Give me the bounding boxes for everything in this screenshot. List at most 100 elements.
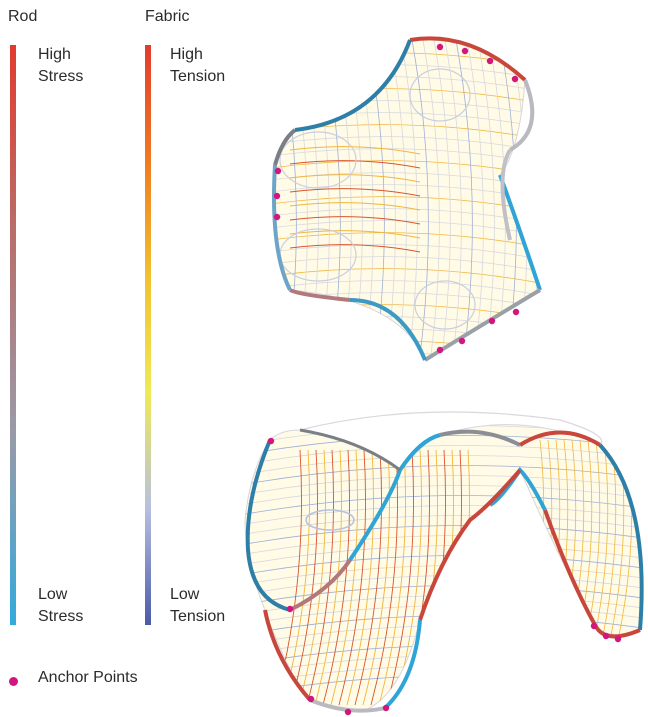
tension-line bbox=[306, 449, 334, 706]
rod-segment bbox=[299, 428, 401, 472]
rod-segment bbox=[245, 439, 291, 612]
anchor-point-icon bbox=[458, 337, 466, 345]
anchor-point-icon bbox=[602, 632, 610, 640]
rod-segment bbox=[263, 609, 312, 702]
mesh-line bbox=[245, 445, 642, 466]
bottom-anchor-points bbox=[267, 437, 622, 716]
anchor-point-icon bbox=[286, 605, 294, 613]
anchor-point-icon bbox=[307, 695, 315, 703]
fabric-low-label: Low Tension bbox=[170, 584, 225, 628]
top-fabric-funnel-left bbox=[279, 131, 357, 189]
fabric-high-label: High Tension bbox=[170, 44, 225, 88]
rod-low-word: Low bbox=[38, 586, 68, 603]
rod-segment bbox=[518, 430, 602, 447]
mesh-line bbox=[274, 352, 540, 360]
anchor-point-icon bbox=[273, 213, 281, 221]
mesh-line bbox=[411, 39, 429, 360]
mesh-line bbox=[400, 39, 418, 360]
bottom-fabric-funnel bbox=[305, 509, 355, 531]
mesh-line bbox=[532, 39, 540, 360]
rod-segment bbox=[348, 433, 441, 562]
mesh-line bbox=[274, 244, 540, 261]
anchor-point-icon bbox=[488, 317, 496, 325]
fabric-legend-title: Fabric bbox=[145, 8, 190, 25]
rod-high-stress-word: Stress bbox=[38, 68, 84, 85]
tension-line bbox=[289, 202, 421, 211]
tension-line bbox=[593, 439, 609, 641]
fabric-tension-colorbar bbox=[145, 45, 151, 625]
rod-high-word: High bbox=[38, 46, 71, 63]
tension-line bbox=[289, 188, 421, 197]
anchor-point-icon bbox=[274, 167, 282, 175]
bottom-fabric-back-edge bbox=[299, 411, 603, 446]
tension-line bbox=[338, 449, 366, 706]
mesh-line bbox=[422, 39, 440, 360]
tension-line bbox=[362, 449, 390, 706]
rod-segment bbox=[409, 36, 527, 82]
tension-line bbox=[346, 449, 374, 706]
anchor-point-icon bbox=[511, 75, 519, 83]
anchor-point-icon bbox=[436, 43, 444, 51]
top-fabric-funnel-lower bbox=[414, 280, 476, 330]
bottom-structure bbox=[244, 411, 644, 716]
mesh-line bbox=[245, 545, 642, 566]
mesh-line bbox=[274, 340, 540, 357]
fabric-low-word: Low bbox=[170, 586, 200, 603]
tension-line bbox=[289, 244, 421, 253]
mesh-line bbox=[274, 268, 540, 285]
anchor-point-icon bbox=[267, 437, 275, 445]
top-rods bbox=[272, 36, 542, 362]
bottom-rods bbox=[245, 428, 644, 713]
tension-line bbox=[289, 160, 421, 169]
tension-line bbox=[370, 449, 398, 706]
anchor-point-icon bbox=[614, 635, 622, 643]
mesh-line bbox=[245, 495, 642, 516]
fabric-high-word: High bbox=[170, 46, 203, 63]
tension-line bbox=[314, 449, 342, 706]
rod-segment bbox=[418, 468, 522, 621]
rod-segment bbox=[289, 558, 352, 612]
rod-low-stress-word: Stress bbox=[38, 608, 84, 625]
top-fabric-funnel-upper bbox=[409, 68, 471, 122]
mesh-line bbox=[433, 39, 451, 360]
tension-line bbox=[386, 449, 414, 706]
anchor-point-icon bbox=[344, 708, 352, 716]
mesh-line bbox=[274, 220, 540, 237]
tension-line bbox=[354, 449, 382, 706]
mesh-line bbox=[245, 505, 642, 526]
anchor-point-icon bbox=[9, 677, 18, 686]
top-structure bbox=[272, 36, 542, 362]
anchor-points-label: Anchor Points bbox=[38, 669, 138, 686]
tension-line bbox=[330, 449, 358, 706]
anchor-point-icon bbox=[273, 192, 281, 200]
rod-segment bbox=[383, 619, 422, 710]
top-anchor-points bbox=[273, 43, 520, 354]
mesh-line bbox=[245, 485, 642, 506]
rod-segment bbox=[439, 429, 521, 447]
anchor-point-icon bbox=[512, 308, 520, 316]
mesh-line bbox=[274, 136, 540, 153]
rod-segment bbox=[273, 128, 297, 166]
rod-segment bbox=[289, 288, 351, 302]
tension-line bbox=[298, 449, 326, 706]
fabric-high-tension-word: Tension bbox=[170, 68, 226, 85]
tension-line bbox=[290, 449, 318, 706]
mesh-line bbox=[274, 208, 540, 225]
rod-segment bbox=[598, 443, 644, 631]
anchor-point-icon bbox=[461, 47, 469, 55]
rod-segment bbox=[508, 79, 535, 152]
rod-legend-title: Rod bbox=[8, 8, 38, 25]
anchor-point-icon bbox=[590, 622, 598, 630]
tension-line bbox=[289, 230, 421, 239]
rod-segment bbox=[294, 39, 412, 132]
tension-line bbox=[289, 216, 421, 225]
tension-line bbox=[289, 146, 421, 155]
fabric-low-tension-word: Tension bbox=[170, 608, 226, 625]
rod-high-label: High Stress bbox=[38, 44, 83, 88]
rod-segment bbox=[272, 164, 292, 291]
mesh-line bbox=[444, 39, 462, 360]
rod-low-label: Low Stress bbox=[38, 584, 83, 628]
tension-line bbox=[378, 449, 406, 706]
rod-segment bbox=[349, 298, 427, 361]
